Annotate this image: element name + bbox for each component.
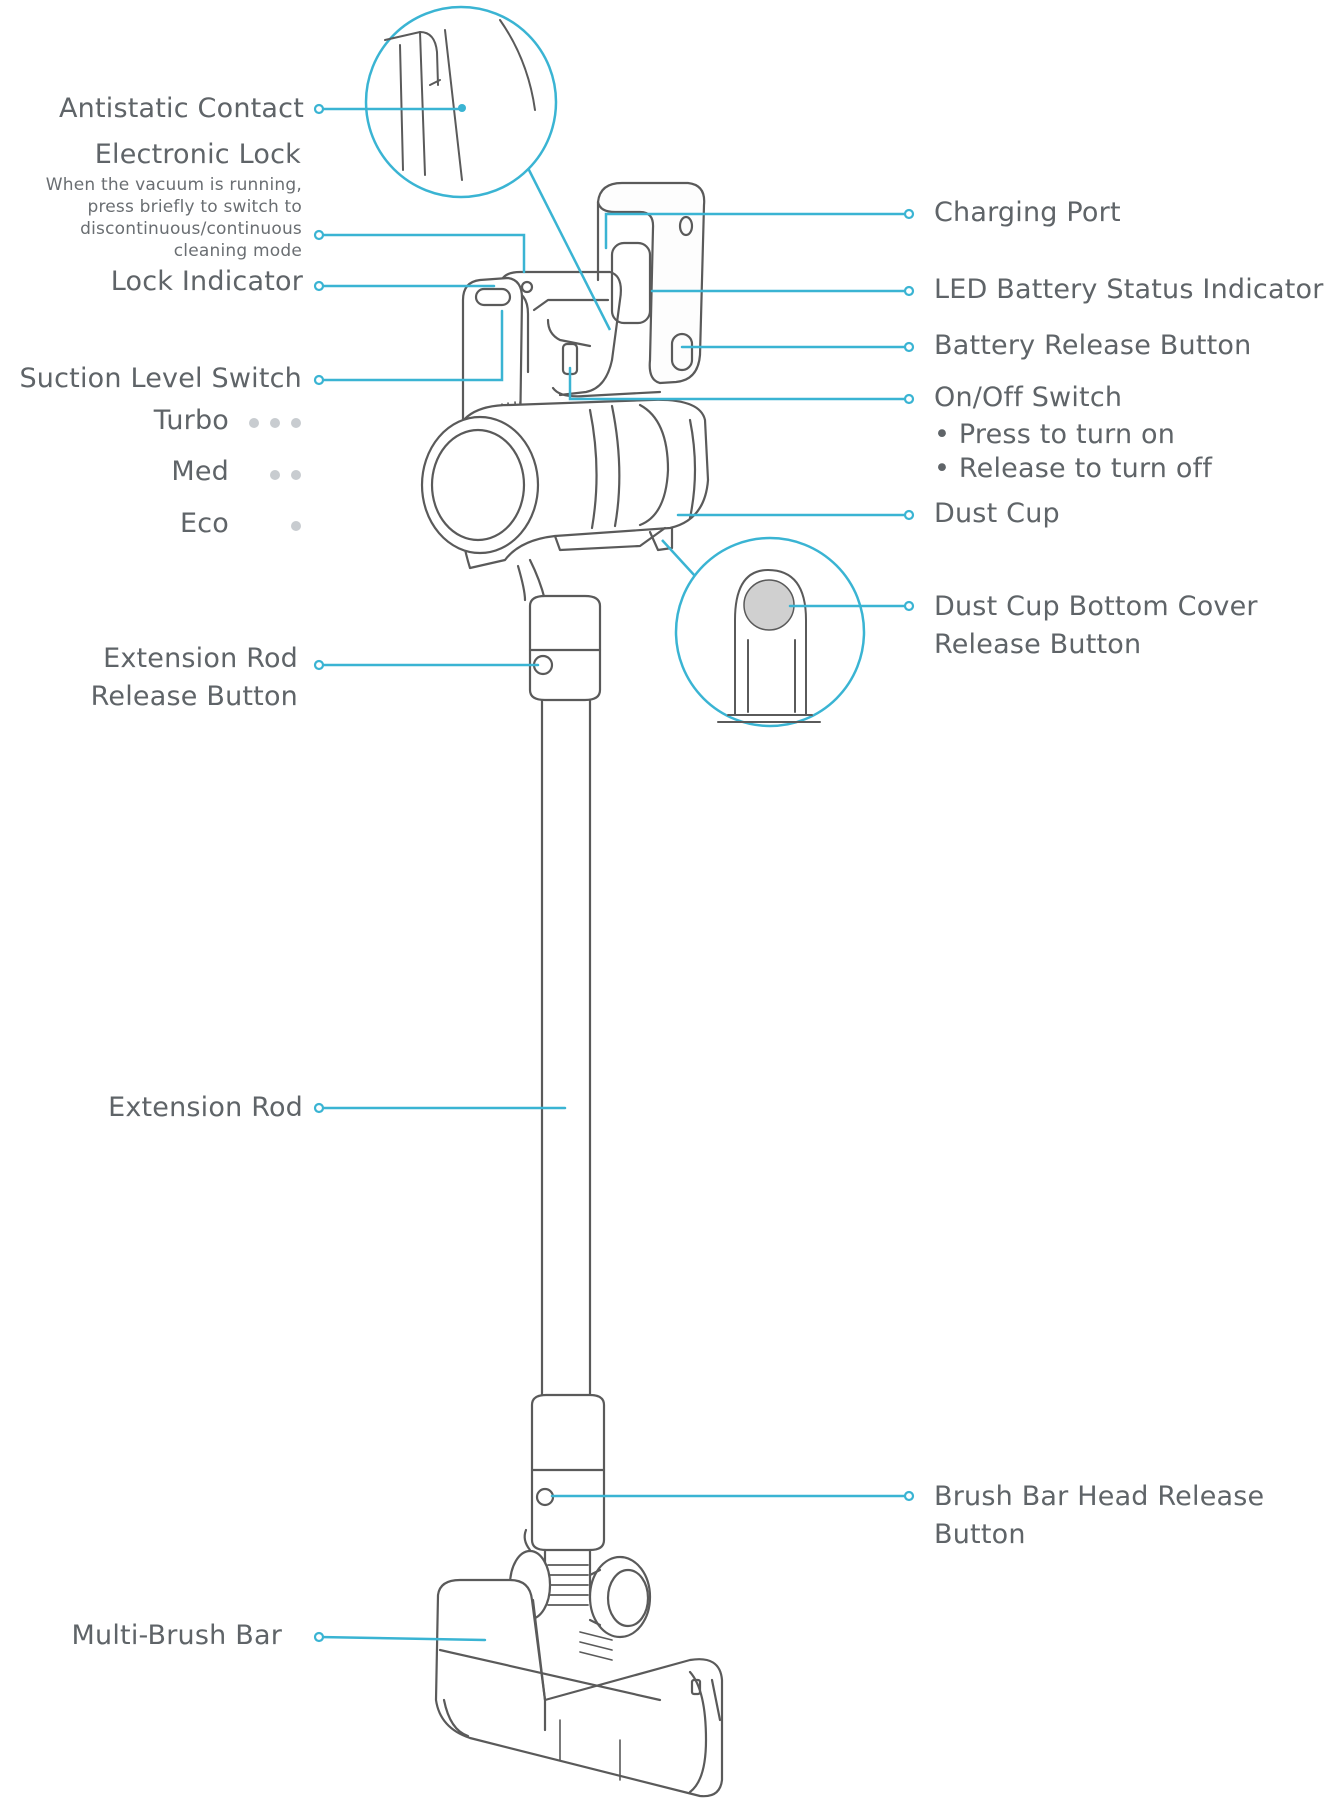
label-extension-rod: Extension Rod xyxy=(108,1092,303,1123)
dust-cup-bottom-line-2: Release Button xyxy=(934,629,1142,660)
eco-dots xyxy=(291,521,301,531)
dust-cup-bottom-line-1: Dust Cup Bottom Cover xyxy=(934,591,1258,622)
electronic-lock-desc-line-2: press briefly to switch to xyxy=(87,197,302,217)
callout-onoff xyxy=(568,366,907,401)
electronic-lock-desc-line-4: cleaning mode xyxy=(173,241,302,261)
label-dust-cup: Dust Cup xyxy=(934,498,1060,529)
electronic-lock-desc-line-1: When the vacuum is running, xyxy=(45,175,302,195)
label-lock-indicator: Lock Indicator xyxy=(110,266,303,297)
label-multi-brush-bar: Multi-Brush Bar xyxy=(71,1620,282,1651)
label-dust-cup-bottom-cover: Dust Cup Bottom Cover Release Button xyxy=(934,588,1258,664)
label-suction-level-switch: Suction Level Switch xyxy=(19,363,302,394)
label-brush-bar-head-release: Brush Bar Head Release Button xyxy=(934,1478,1264,1554)
label-onoff-notes: • Press to turn on • Release to turn off xyxy=(934,418,1212,486)
label-eco: Eco xyxy=(179,508,229,539)
label-electronic-lock: Electronic Lock xyxy=(94,139,301,170)
turbo-dots xyxy=(249,418,301,428)
callout-suction-level xyxy=(317,309,504,382)
zoom-circle-dustcup xyxy=(674,536,866,728)
zoom-connector-bottom xyxy=(661,539,696,577)
brush-bar-head-line-1: Brush Bar Head Release xyxy=(934,1481,1265,1512)
electronic-lock-desc-line-3: discontinuous/continuous xyxy=(80,219,302,239)
label-battery-release-button: Battery Release Button xyxy=(934,330,1252,361)
zoom-circle-antistatic xyxy=(364,5,558,199)
callout-multi-brush xyxy=(317,1635,487,1642)
zoom-connector-top xyxy=(526,167,612,331)
label-charging-port: Charging Port xyxy=(934,197,1121,228)
label-onoff-switch: On/Off Switch xyxy=(934,382,1123,413)
label-extension-rod-release: Extension Rod Release Button xyxy=(91,643,298,713)
callout-lines xyxy=(317,107,907,1642)
label-electronic-lock-desc: When the vacuum is running, press briefl… xyxy=(46,174,302,262)
med-dots xyxy=(270,470,301,480)
suction-level-dots xyxy=(249,418,301,531)
extension-rod-release-line-2: Release Button xyxy=(90,681,298,712)
label-med: Med xyxy=(171,456,229,487)
onoff-note-1: • Press to turn on xyxy=(934,419,1176,450)
label-antistatic-contact: Antistatic Contact xyxy=(58,93,304,124)
extension-rod-release-line-1: Extension Rod xyxy=(103,643,298,674)
vacuum-outline xyxy=(420,181,724,1798)
label-turbo: Turbo xyxy=(153,405,229,436)
callout-endpoints xyxy=(313,103,915,1643)
callout-electronic-lock xyxy=(317,233,526,274)
callout-charging-port xyxy=(604,212,907,250)
brush-bar-head-line-2: Button xyxy=(934,1519,1026,1550)
onoff-note-2: • Release to turn off xyxy=(934,453,1213,484)
label-led-battery-status: LED Battery Status Indicator xyxy=(934,274,1324,305)
